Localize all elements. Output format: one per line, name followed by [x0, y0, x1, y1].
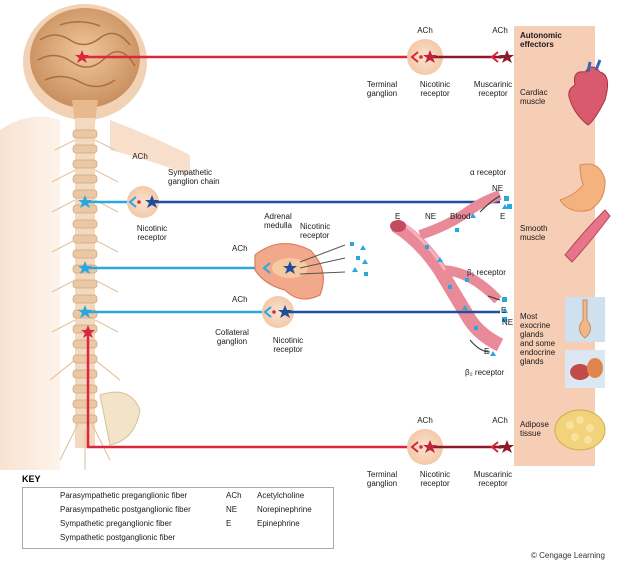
- blood-label: Blood: [450, 212, 471, 221]
- key-ach-name: Acetylcholine: [257, 491, 305, 500]
- key-fiber-3: Sympathetic preganglionic fiber: [60, 519, 172, 528]
- collateral-ganglion-label: Collateral ganglion: [215, 328, 249, 346]
- copyright: © Cengage Learning: [531, 551, 605, 560]
- path5-ganglion: [407, 429, 443, 465]
- body-silhouette: [0, 116, 60, 471]
- key-ne-abbr: NE: [226, 505, 238, 514]
- path1-muscarinic-label: Muscarinic receptor: [473, 80, 513, 98]
- adrenal-medulla-label: Adrenal medulla: [263, 212, 293, 230]
- beta1-arrow: [487, 295, 501, 301]
- alpha-arrow: [479, 195, 501, 213]
- path3-nicotinic-star: [283, 261, 297, 274]
- path2-ach-label: ACh: [132, 152, 148, 161]
- key-box: [22, 487, 334, 549]
- path1-ganglion: [407, 39, 443, 75]
- path1-ach-label: ACh: [417, 26, 433, 35]
- brain-folds: [37, 21, 136, 88]
- spinal-nerves: [49, 139, 121, 470]
- key-e-name: Epinephrine: [257, 519, 300, 528]
- adrenal-release-arrows: [299, 244, 346, 275]
- path2-ne-square: [504, 196, 509, 201]
- sympathetic-chain-label: Sympathetic ganglion chain: [168, 168, 220, 186]
- path3-nicotinic-label: Nicotinic receptor: [300, 222, 331, 240]
- path1-nicotinic-star: [423, 50, 437, 63]
- key-ach-abbr: ACh: [226, 491, 242, 500]
- glands-label: Most exocrine glands and some endocrine …: [520, 312, 556, 366]
- vessel-ne-label: NE: [425, 212, 437, 221]
- beta2-e-label: E: [484, 347, 490, 356]
- key-e-abbr: E: [226, 519, 232, 528]
- path4-ganglion: [262, 296, 294, 328]
- beta1-receptor-label: β₁ receptor: [467, 268, 506, 277]
- path2-nicotinic-star: [145, 195, 159, 208]
- exocrine-gland-icon: [565, 297, 605, 342]
- key-ne-name: Norepinephrine: [257, 505, 312, 514]
- path5-nicotinic-star: [423, 440, 437, 453]
- beta2-receptor-label: β₂ receptor: [465, 368, 505, 377]
- endocrine-gland-icon: [565, 350, 605, 388]
- blood-particles: [425, 213, 478, 330]
- key-title: KEY: [22, 474, 41, 484]
- vessel-e-label: E: [395, 212, 401, 221]
- stomach-icon: [559, 163, 606, 212]
- path1-nicotinic-label: Nicotinic receptor: [419, 80, 451, 98]
- key-fiber-2: Parasympathetic postganglionic fiber: [60, 505, 191, 514]
- shoulder: [110, 120, 190, 175]
- path4-nicotinic-label: Nicotinic receptor: [272, 336, 304, 354]
- effectors-title: Autonomic effectors: [520, 31, 562, 49]
- pelvis: [99, 391, 141, 446]
- path5-ach-label: ACh: [417, 416, 433, 425]
- path1-terminal-ganglion-label: Terminal ganglion: [366, 80, 398, 98]
- path5-muscarinic-label: Muscarinic receptor: [473, 470, 513, 488]
- cardiac-muscle-label: Cardiac muscle: [520, 88, 548, 106]
- path2-ne-label: NE: [492, 184, 504, 193]
- path5-nicotinic-label: Nicotinic receptor: [419, 470, 451, 488]
- path1-ach-label-2: ACh: [492, 26, 508, 35]
- alpha-receptor-label: α receptor: [470, 168, 507, 177]
- smooth-muscle-label: Smooth muscle: [520, 224, 548, 242]
- smooth-muscle-icon: [564, 209, 611, 263]
- key-fiber-4: Sympathetic postganglionic fiber: [60, 533, 176, 542]
- heart-icon: [568, 59, 609, 126]
- path4-ne-label: NE: [502, 318, 514, 327]
- path5-muscarinic-star: [500, 440, 514, 453]
- path1-axon-terminal: [410, 51, 499, 63]
- beta2-arrow: [469, 339, 491, 353]
- path1-muscarinic-star: [500, 50, 514, 63]
- released-hormones: [350, 242, 368, 276]
- path2-nicotinic-label: Nicotinic receptor: [136, 224, 168, 242]
- path2-ganglion: [127, 186, 159, 218]
- path4-e-label: E: [501, 306, 507, 315]
- adipose-label: Adipose tissue: [520, 420, 549, 438]
- path4-nicotinic-star: [278, 305, 292, 318]
- path3-ach-label: ACh: [232, 244, 248, 253]
- path5-terminal-ganglion-label: Terminal ganglion: [366, 470, 398, 488]
- adipose-icon: [554, 409, 606, 451]
- path5-ach-label-2: ACh: [492, 416, 508, 425]
- path2-e-label: E: [500, 212, 506, 221]
- brain-origin-star: [75, 50, 89, 63]
- path4-ach-label: ACh: [232, 295, 248, 304]
- key-fiber-1: Parasympathetic preganglionic fiber: [60, 491, 188, 500]
- path5-preganglionic: [86, 332, 420, 449]
